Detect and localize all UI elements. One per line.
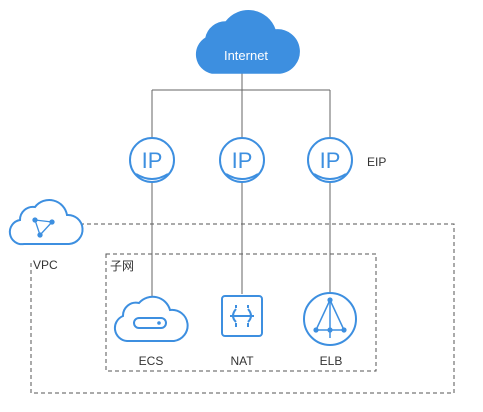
ecs-label: ECS	[139, 354, 164, 368]
ip-smile-arc	[135, 173, 169, 180]
ecs-cloud-server-icon	[113, 295, 189, 342]
subnet-label: 子网	[110, 259, 134, 273]
ip-icon	[129, 137, 175, 183]
connector-lines	[151, 73, 331, 297]
vpc-network-glyph	[32, 217, 55, 238]
vpc-label: VPC	[33, 258, 58, 272]
elb-load-balancer-icon	[303, 292, 357, 346]
eip-node-2: IP	[219, 137, 265, 183]
ecs-server-bar	[133, 317, 167, 329]
subnet-boundary	[105, 253, 377, 372]
ip-icon	[307, 137, 353, 183]
eip-label: EIP	[367, 155, 386, 169]
vpc-boundary	[30, 223, 455, 394]
elb-label: ELB	[320, 354, 343, 368]
internet-cloud-icon: Internet	[195, 10, 300, 74]
ip-label: IP	[320, 148, 341, 173]
ip-label: IP	[232, 148, 253, 173]
eip-node-3: IP	[307, 137, 353, 183]
nat-label: NAT	[230, 354, 254, 368]
ip-label: IP	[142, 148, 163, 173]
nat-gateway-icon	[221, 295, 263, 337]
ip-smile-arc	[225, 173, 259, 180]
eip-node-1: IP	[129, 137, 175, 183]
vpc-cloud-icon	[8, 199, 84, 246]
internet-label: Internet	[224, 48, 268, 63]
ip-smile-arc	[313, 173, 347, 180]
ip-icon	[219, 137, 265, 183]
